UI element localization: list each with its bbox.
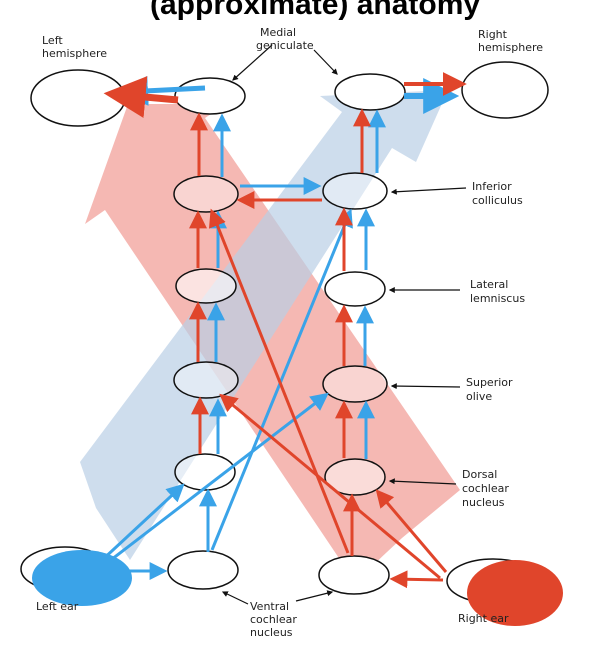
- inferior-colliculus-label: Inferior colliculus: [472, 180, 523, 207]
- right-hemisphere-node: [461, 61, 549, 119]
- label-leaders: [221, 44, 467, 605]
- right-ventral-cochlear-nucleus-node: [318, 555, 390, 595]
- right-superior-olive-node: [322, 365, 388, 403]
- right-ear-red-blob: [467, 560, 563, 626]
- left-ear-blue-blob: [32, 550, 132, 606]
- left-inferior-colliculus-node: [173, 175, 239, 213]
- left-superior-olive-node: [173, 361, 239, 399]
- right-hemisphere-label: Right hemisphere: [478, 28, 543, 54]
- lateral-lemniscus-label: Lateral lemniscus: [470, 278, 525, 305]
- right-lateral-lemniscus-node: [324, 271, 386, 307]
- header-fragment: (approximate) anatomy: [150, 0, 480, 21]
- left-hemisphere-node: [30, 69, 126, 127]
- ventral-cochlear-nucleus-label: Ventral cochlear nucleus: [250, 600, 300, 639]
- medial-geniculate-label: Medial geniculate: [256, 26, 314, 52]
- left-ear-label: Left ear: [36, 600, 79, 613]
- left-ear-crossing-band: [80, 90, 448, 560]
- right-medial-geniculate-node: [334, 73, 406, 111]
- right-ear-pathway: [103, 72, 467, 589]
- right-inferior-colliculus-node: [322, 172, 388, 210]
- left-ventral-cochlear-nucleus-node: [167, 550, 239, 590]
- dorsal-cochlear-nucleus-label: Dorsal cochlear nucleus: [462, 468, 512, 509]
- left-hemisphere-label: Left hemisphere: [42, 34, 107, 60]
- left-medial-geniculate-node: [174, 77, 246, 115]
- left-lateral-lemniscus-node: [175, 268, 237, 304]
- superior-olive-label: Superior olive: [466, 376, 516, 403]
- right-ear-label: Right ear: [458, 612, 509, 625]
